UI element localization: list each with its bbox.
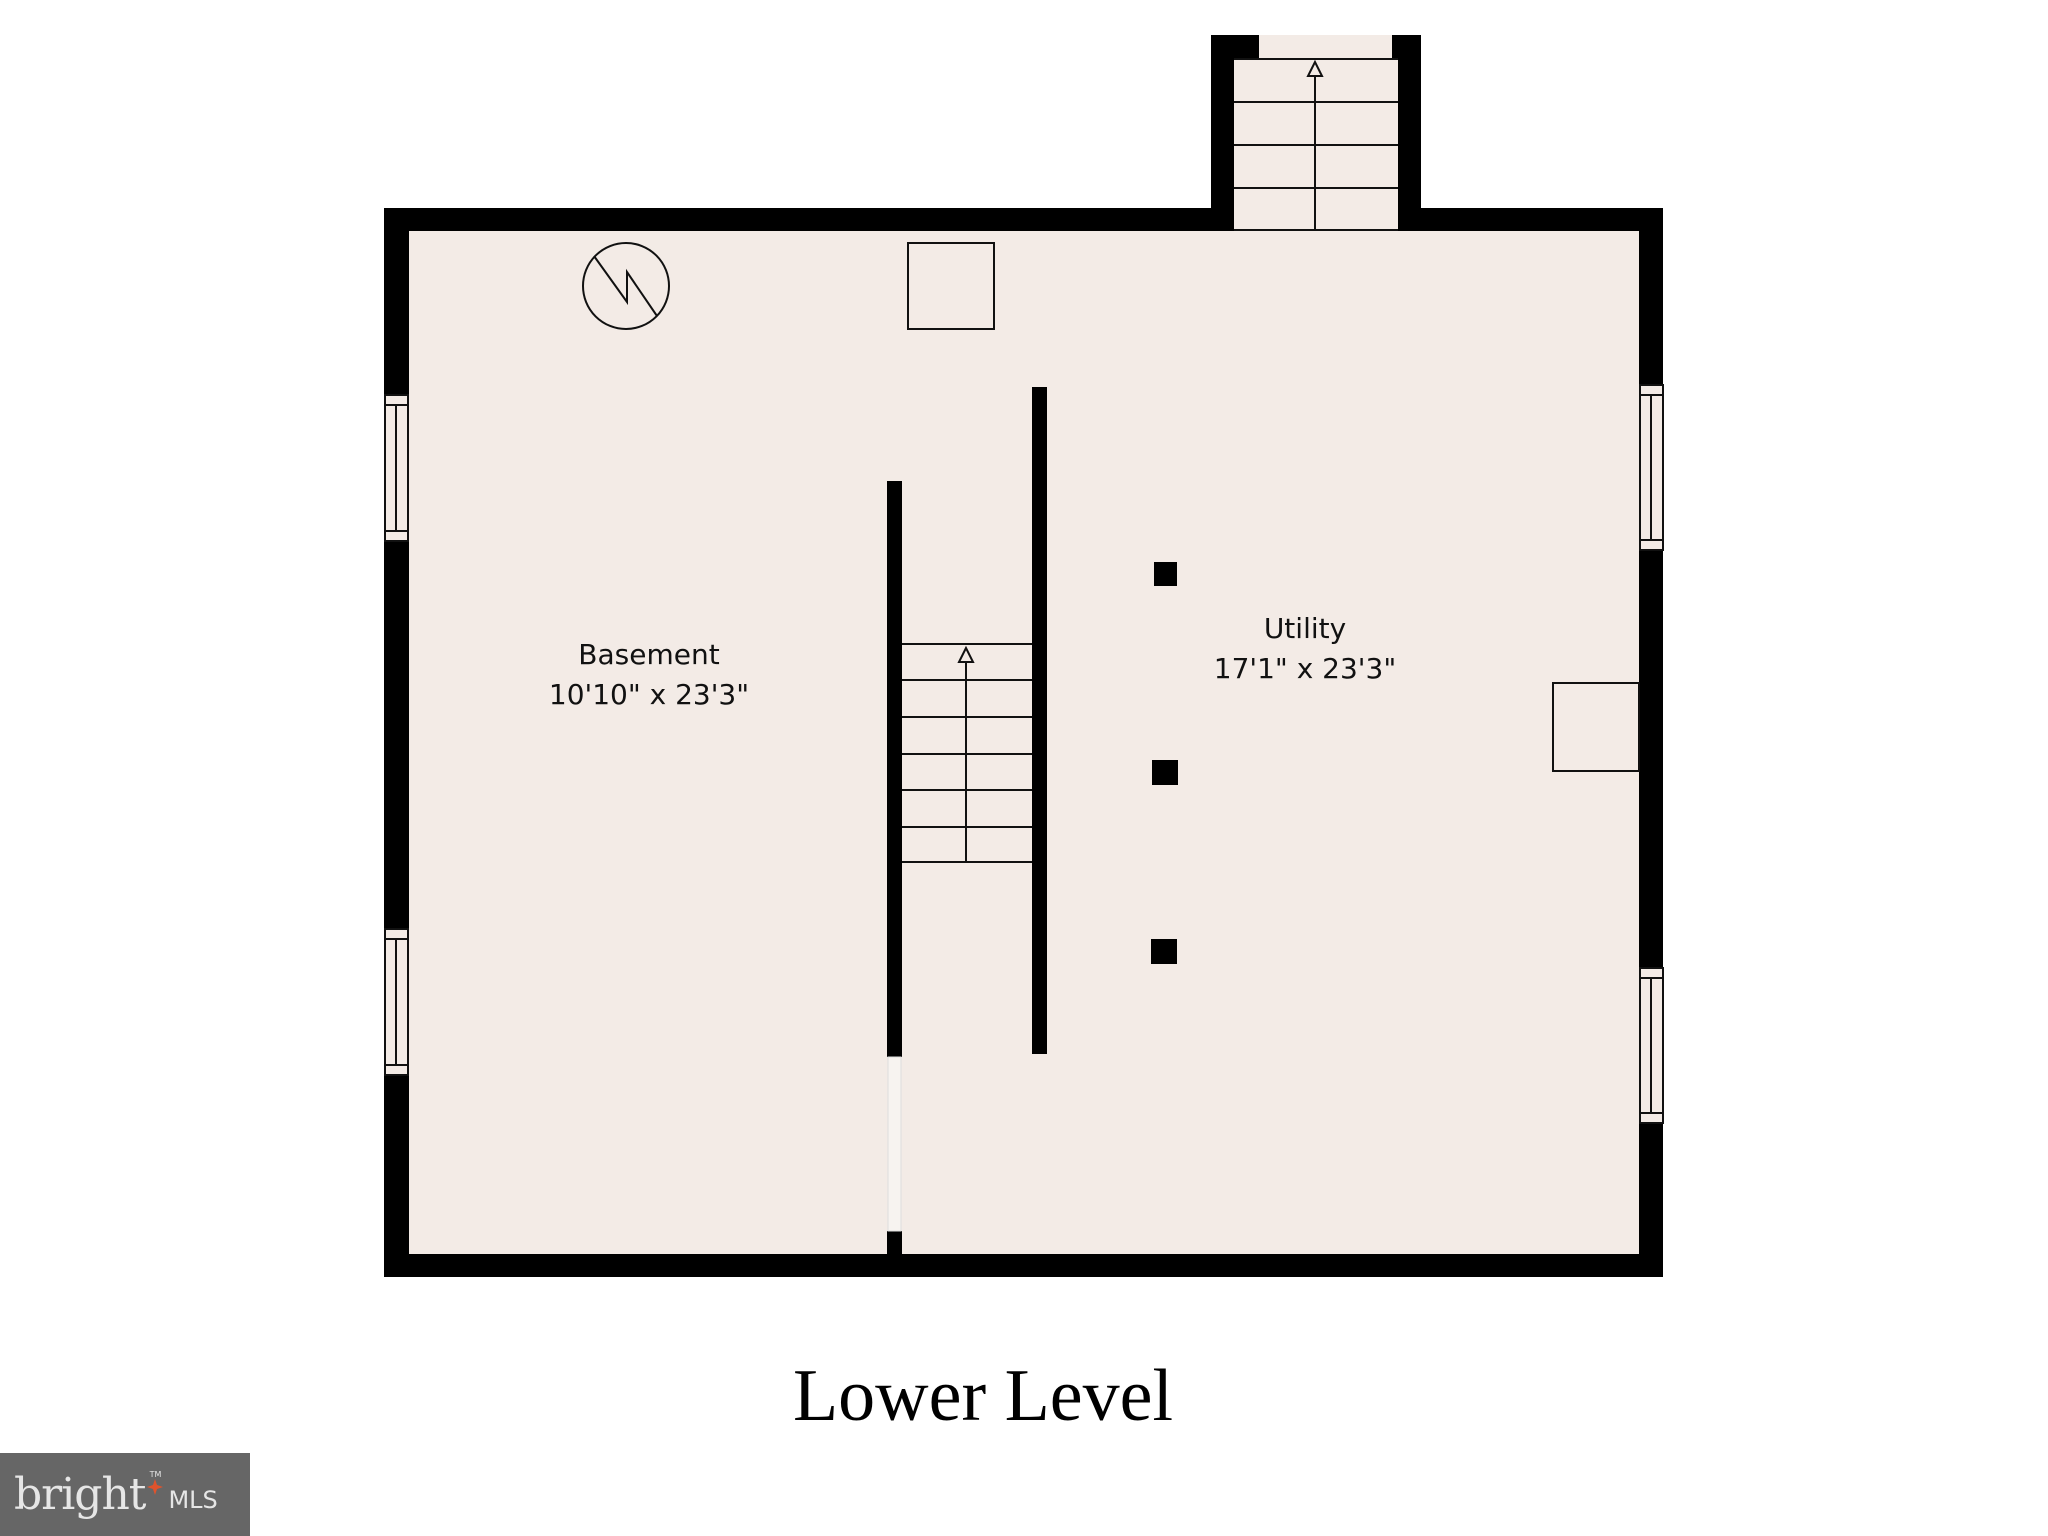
bright-mls-logo: bright TM MLS (0, 1453, 250, 1536)
interior-stairs (902, 643, 1032, 863)
electrical-panel-icon (582, 242, 670, 330)
window-left-upper (384, 394, 409, 542)
support-column (1151, 939, 1177, 964)
support-column (1152, 760, 1178, 785)
room-dimensions-utility: 17'1" x 23'3" (1214, 652, 1396, 685)
interior-wall-left-stub (887, 1231, 902, 1256)
floor-area (409, 231, 1639, 1254)
logo-word: bright (14, 1468, 146, 1520)
fixture-box-right (1552, 682, 1640, 772)
doorway (887, 1056, 902, 1232)
logo-mls: MLS (168, 1485, 218, 1514)
floor-title: Lower Level (793, 1355, 1173, 1437)
logo-mark: TM (146, 1470, 164, 1520)
interior-wall-left (887, 481, 902, 1057)
stair-opening (1259, 35, 1392, 59)
room-dimensions-basement: 10'10" x 23'3" (549, 678, 749, 711)
support-column (1154, 562, 1177, 586)
interior-wall-right (1032, 387, 1047, 1054)
window-right-upper (1639, 384, 1664, 551)
room-name-basement: Basement (578, 638, 719, 671)
fixture-square (907, 242, 995, 330)
room-name-utility: Utility (1264, 612, 1346, 645)
exit-stairs (1234, 58, 1398, 231)
window-left-lower (384, 928, 409, 1076)
logo-trademark: TM (149, 1469, 162, 1479)
window-right-lower (1639, 967, 1664, 1124)
logo-star-icon (147, 1478, 164, 1495)
